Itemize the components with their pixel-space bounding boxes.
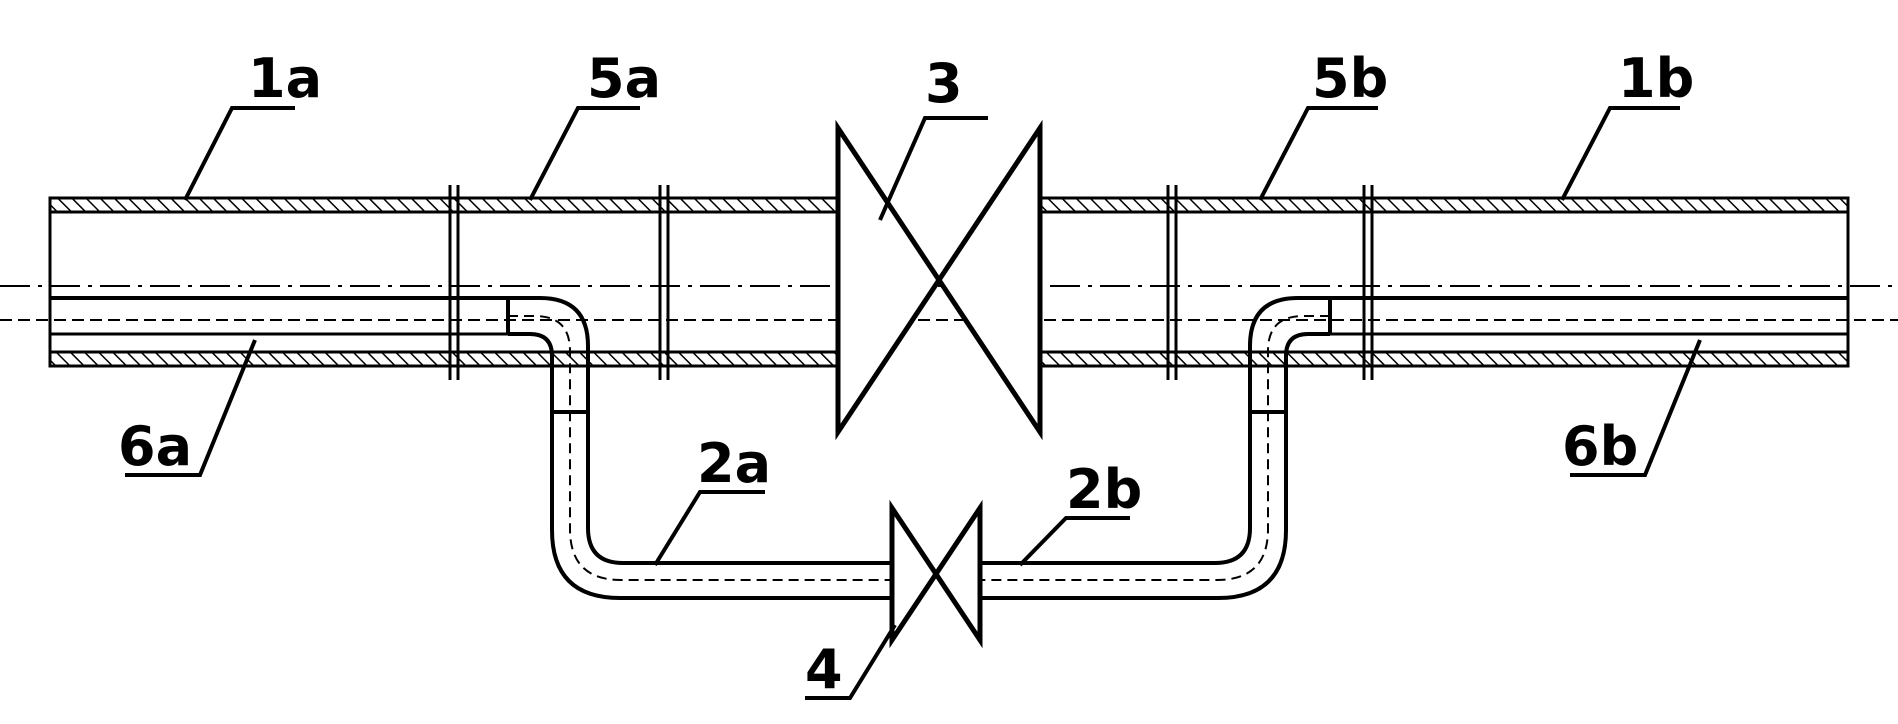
label-1b: 1b (1618, 47, 1694, 110)
label-5b: 5b (1312, 47, 1388, 110)
label-6a: 6a (118, 415, 192, 478)
main-pipe-right (1038, 196, 1850, 368)
label-4: 4 (805, 638, 843, 701)
label-1a: 1a (248, 47, 322, 110)
bypass-valve-4 (889, 499, 983, 649)
inner-pipe-6a (50, 296, 510, 336)
main-valve-3 (835, 119, 1043, 441)
main-pipe-left (48, 196, 840, 368)
leader-lines (125, 106, 1702, 700)
label-2a: 2a (697, 432, 771, 495)
centerlines (0, 285, 1898, 321)
inner-pipe-6b (1328, 296, 1848, 336)
bypass-pipe (508, 296, 1330, 600)
flange-joints (448, 185, 1374, 380)
label-5a: 5a (587, 47, 661, 110)
label-2b: 2b (1066, 458, 1142, 521)
label-3: 3 (925, 52, 963, 115)
label-6b: 6b (1562, 415, 1638, 478)
labels: 1a 5a 3 5b 1b 6a 6b 2a 2b 4 (118, 47, 1694, 701)
